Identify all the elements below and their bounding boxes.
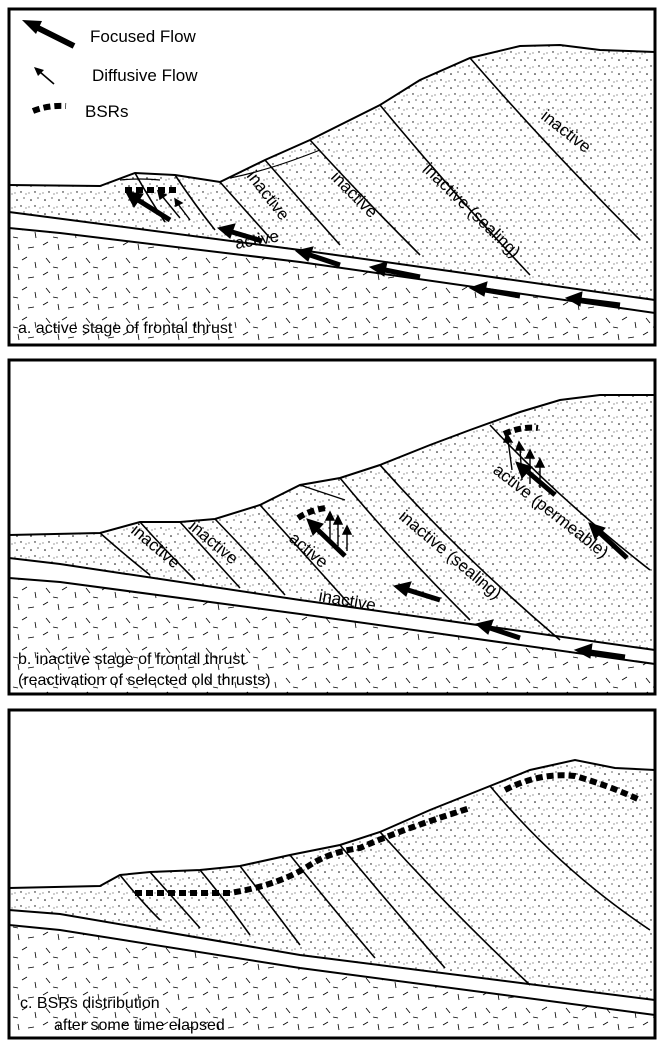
legend-diffusive-flow: Diffusive Flow	[92, 66, 198, 85]
caption-a: a. active stage of frontal thrust	[18, 320, 233, 337]
caption-b-line2: (reactivation of selected old thrusts)	[18, 672, 271, 689]
diffusive-flow-icon	[34, 67, 54, 84]
panel-b: inactive inactive active inactive (seali…	[9, 360, 655, 694]
legend: Focused Flow Diffusive Flow BSRs	[22, 20, 198, 121]
bsr-icon	[33, 106, 66, 111]
focused-flow-icon	[22, 20, 74, 46]
legend-bsrs: BSRs	[85, 102, 128, 121]
panel-c: c. BSRs distribution after some time ela…	[9, 710, 655, 1038]
caption-b-line1: b. inactive stage of frontal thrust	[18, 651, 245, 668]
panel-a: inactive inactive inactive (sealing) ina…	[9, 9, 655, 345]
legend-focused-flow: Focused Flow	[90, 27, 197, 46]
caption-c-line2: after some time elapsed	[54, 1017, 225, 1034]
caption-c-line1: c. BSRs distribution	[20, 995, 160, 1012]
